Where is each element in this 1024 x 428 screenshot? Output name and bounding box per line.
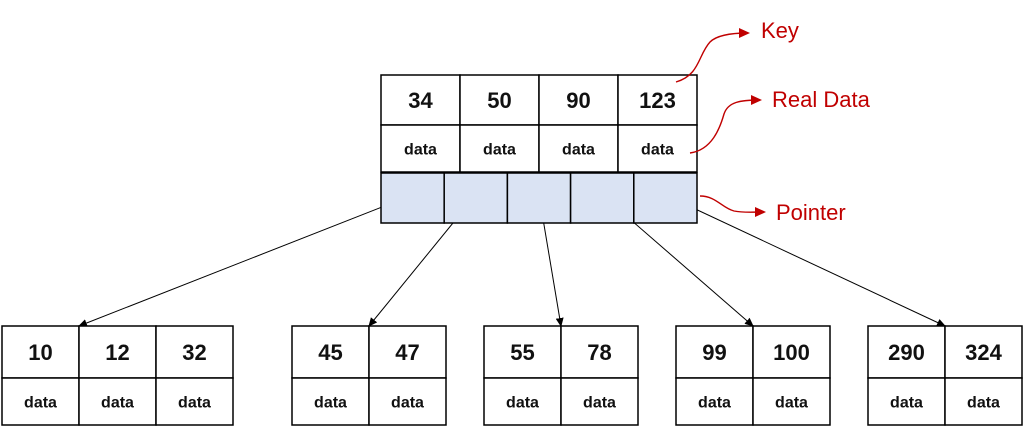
leaf-key-cell bbox=[483, 325, 562, 379]
leaf-data-cell bbox=[155, 377, 234, 426]
root-key-text: 90 bbox=[566, 88, 590, 113]
leaf-data-cell bbox=[867, 377, 946, 426]
key-legend-label: Key bbox=[761, 18, 799, 43]
leaf-key-text: 99 bbox=[702, 340, 726, 365]
leaf-data-cell bbox=[560, 377, 639, 426]
leaf-key-cell bbox=[944, 325, 1023, 379]
leaf-key-text: 32 bbox=[182, 340, 206, 365]
leaf-key-text: 290 bbox=[888, 340, 925, 365]
leaf-node: 10 data 12 data 32 data bbox=[1, 325, 234, 426]
leaf-key-cell bbox=[368, 325, 447, 379]
leaf-key-cell bbox=[1, 325, 80, 379]
leaf-key-cell bbox=[560, 325, 639, 379]
leaf-data-text: data bbox=[698, 395, 731, 412]
root-key-cell bbox=[538, 74, 619, 126]
leaf-key-text: 45 bbox=[318, 340, 342, 365]
leaf-data-text: data bbox=[314, 395, 347, 412]
root-key-text: 50 bbox=[487, 88, 511, 113]
leaf-data-cell bbox=[752, 377, 831, 426]
leaf-node: 99 data 100 data bbox=[675, 325, 831, 426]
leaf-nodes: 10 data 12 data 32 data 45 data 47 data 55 data 78 da… bbox=[1, 325, 1023, 426]
leaf-data-text: data bbox=[101, 395, 134, 412]
leaf-data-cell bbox=[368, 377, 447, 426]
leaf-data-text: data bbox=[967, 395, 1000, 412]
leaf-node: 55 data 78 data bbox=[483, 325, 639, 426]
root-pointer-cell bbox=[569, 172, 635, 224]
leaf-data-cell bbox=[483, 377, 562, 426]
root-node: 34 data 50 data 90 data 123 data bbox=[380, 74, 698, 224]
leaf-key-text: 10 bbox=[28, 340, 52, 365]
pointer-arrow bbox=[665, 194, 946, 327]
root-key-cell bbox=[380, 74, 461, 126]
leaf-data-cell bbox=[675, 377, 754, 426]
pointer-arrow bbox=[78, 194, 413, 327]
leaf-key-text: 100 bbox=[773, 340, 810, 365]
pointer-legend-label: Pointer bbox=[776, 200, 846, 225]
root-data-text: data bbox=[641, 142, 674, 159]
leaf-key-text: 47 bbox=[395, 340, 419, 365]
leaf-data-cell bbox=[291, 377, 370, 426]
root-data-cell bbox=[617, 124, 698, 173]
root-pointer-cell bbox=[380, 172, 445, 224]
root-key-cell bbox=[617, 74, 698, 126]
leaf-key-text: 324 bbox=[965, 340, 1002, 365]
leaf-node: 45 data 47 data bbox=[291, 325, 447, 426]
root-data-text: data bbox=[562, 142, 595, 159]
root-key-text: 123 bbox=[639, 88, 676, 113]
leaf-key-cell bbox=[291, 325, 370, 379]
root-pointer-cell bbox=[633, 172, 698, 224]
leaf-key-text: 55 bbox=[510, 340, 534, 365]
key-legend-arrow bbox=[675, 28, 750, 83]
leaf-key-cell bbox=[867, 325, 946, 379]
leaf-data-text: data bbox=[583, 395, 616, 412]
root-pointer-cell bbox=[443, 172, 509, 224]
leaf-data-text: data bbox=[178, 395, 211, 412]
real-data-legend-label: Real Data bbox=[772, 87, 871, 112]
leaf-data-text: data bbox=[24, 395, 57, 412]
leaf-data-text: data bbox=[890, 395, 923, 412]
leaf-data-text: data bbox=[775, 395, 808, 412]
leaf-key-cell bbox=[752, 325, 831, 379]
leaf-key-text: 78 bbox=[587, 340, 611, 365]
leaf-node: 290 data 324 data bbox=[867, 325, 1023, 426]
pointer-legend-arrow bbox=[699, 195, 766, 218]
real-data-legend-arrow bbox=[689, 95, 762, 154]
root-data-text: data bbox=[483, 142, 516, 159]
root-data-text: data bbox=[404, 142, 437, 159]
root-key-text: 34 bbox=[408, 88, 433, 113]
leaf-key-cell bbox=[155, 325, 234, 379]
leaf-data-cell bbox=[944, 377, 1023, 426]
root-pointer-cell bbox=[506, 172, 572, 224]
root-key-cell bbox=[459, 74, 540, 126]
leaf-key-cell bbox=[78, 325, 157, 379]
root-data-cell bbox=[380, 124, 461, 173]
legend: Key Real Data Pointer bbox=[675, 18, 871, 225]
leaf-key-text: 12 bbox=[105, 340, 129, 365]
leaf-data-text: data bbox=[391, 395, 424, 412]
leaf-data-text: data bbox=[506, 395, 539, 412]
